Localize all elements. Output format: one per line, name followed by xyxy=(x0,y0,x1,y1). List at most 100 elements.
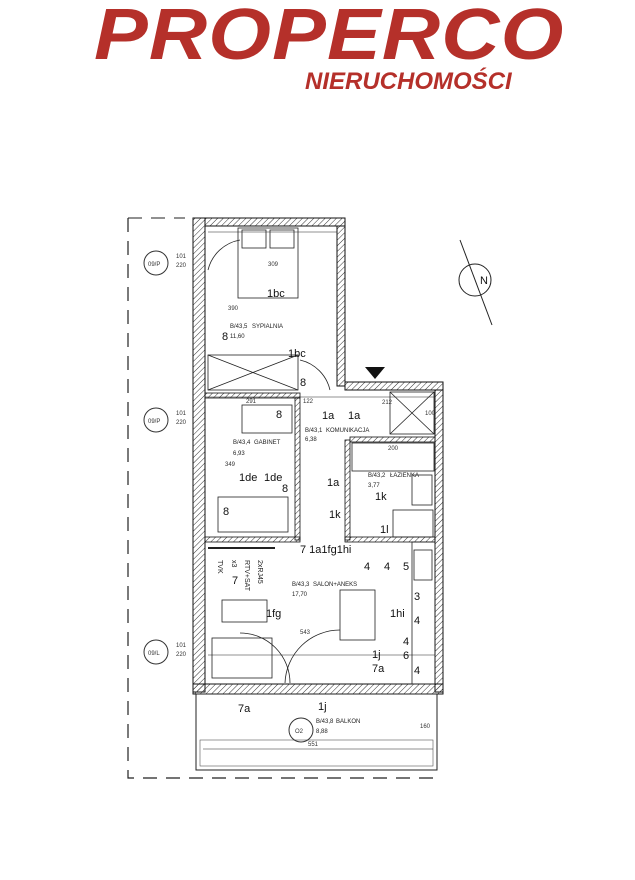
sofa-gabinet xyxy=(217,496,289,533)
plan-label: 8 xyxy=(282,483,288,495)
plan-label: 1j xyxy=(372,649,381,661)
plan-label: 122 xyxy=(303,399,314,405)
bed xyxy=(237,227,299,299)
plan-label: 11,60 xyxy=(230,334,245,340)
plan-label: 3 xyxy=(414,591,420,603)
window-tag: 09/P xyxy=(148,419,160,425)
plan-label: 1fg xyxy=(266,608,281,620)
bathtub xyxy=(351,442,435,472)
plan-label: 390 xyxy=(228,306,239,312)
logo-subtitle: NIERUCHOMOŚCI xyxy=(305,68,512,95)
plan-label: 1bc xyxy=(267,288,285,300)
plan-label: 291 xyxy=(246,399,257,405)
media-labels: TVK x3 RTV+SAT 2xRJ45 xyxy=(216,560,263,592)
plan-label: B/43,5 xyxy=(230,324,248,330)
plan-label: 1de xyxy=(239,472,257,484)
plan-label: B/43,3 xyxy=(292,582,310,588)
plan-label: 4 xyxy=(364,561,370,573)
furniture xyxy=(203,227,436,750)
plan-label: 4 xyxy=(414,665,420,677)
plan-label: 1a xyxy=(348,410,361,422)
plan-label: 17,70 xyxy=(292,592,308,598)
sink xyxy=(413,549,433,581)
window-height: 220 xyxy=(176,420,187,426)
plan-label: 100 xyxy=(425,411,436,417)
plan-label: 7 1a1fg1hi xyxy=(300,544,351,556)
balcony xyxy=(195,693,438,771)
interior-walls xyxy=(204,392,436,543)
plan-label: 212 xyxy=(382,400,393,406)
logo-brand: PROPERCO xyxy=(94,0,565,75)
plan-label: 5 xyxy=(403,561,409,573)
plan-label: 4 xyxy=(384,561,390,573)
plan-label: 7a xyxy=(372,663,385,675)
plan-label: 8 xyxy=(222,331,228,343)
plan-label: ŁAZIENKA xyxy=(390,473,419,479)
plan-label: 1de xyxy=(264,472,282,484)
plan-label: 4 xyxy=(414,615,420,627)
plan-label: GABINET xyxy=(254,440,281,446)
plan-label: 349 xyxy=(225,462,236,468)
entrance-marker-icon xyxy=(365,367,385,379)
plan-label: B/43,2 xyxy=(368,473,386,479)
plan-label: B/43,8 xyxy=(316,719,334,725)
window-sill: 101 xyxy=(176,411,187,417)
north-arrow-icon: N xyxy=(458,239,493,326)
dimensions: 309 390 291 122 212 200 349 543 551 160 … xyxy=(225,262,436,748)
plan-label: 6,38 xyxy=(305,437,317,443)
dining-table xyxy=(339,589,376,641)
plan-label: 1hi xyxy=(390,608,405,620)
plan-label: 8 xyxy=(276,409,282,421)
plan-label: 160 xyxy=(420,724,431,730)
plan-label: 543 xyxy=(300,630,311,636)
balcony-railing xyxy=(199,739,434,767)
window-height: 220 xyxy=(176,652,187,658)
window-tag: O2 xyxy=(295,729,304,735)
window-sill: 101 xyxy=(176,643,187,649)
plan-label: TVK xyxy=(216,560,223,574)
plan-label: 1bc xyxy=(288,348,306,360)
window-height: 220 xyxy=(176,263,187,269)
wardrobe xyxy=(207,354,299,391)
boundary-line xyxy=(127,218,437,779)
plan-label: 6 xyxy=(403,650,409,662)
window-tag: 09/P xyxy=(148,262,160,268)
plan-label: RTV+SAT xyxy=(243,560,250,592)
plan-label: 1l xyxy=(380,524,389,536)
window-tag: 09/L xyxy=(148,651,160,657)
plan-label: BALKON xyxy=(336,719,360,725)
plan-label: SALON+ANEKS xyxy=(313,582,357,588)
plan-label: 4 xyxy=(403,636,409,648)
plan-label: 1k xyxy=(375,491,387,503)
plan-label: 309 xyxy=(268,262,279,268)
plan-label: 3,77 xyxy=(368,483,380,489)
plan-label: 7a xyxy=(238,703,251,715)
plan-label: x3 xyxy=(230,560,237,568)
plan-label: B/43,1 xyxy=(305,428,323,434)
toilet xyxy=(411,474,433,506)
plan-label: 1j xyxy=(318,701,327,713)
compass-label: N xyxy=(480,275,488,287)
plan-label: 200 xyxy=(388,446,399,452)
window-sill: 101 xyxy=(176,254,187,260)
plan-label: 7 xyxy=(232,575,238,587)
plan-label: 8 xyxy=(223,506,229,518)
plan-label: 6,93 xyxy=(233,451,245,457)
room-label-lazienka: B/43,2 ŁAZIENKA 3,77 xyxy=(368,473,419,489)
kitchen-counter xyxy=(411,541,436,685)
plan-label: KOMUNIKACJA xyxy=(326,428,369,434)
closet xyxy=(389,391,435,435)
desk xyxy=(241,404,293,434)
exterior-walls xyxy=(192,217,444,695)
electrical-symbols: 1bc 1bc 8 8 8 1de 1de 8 8 1a 1a 1a 1k 1k… xyxy=(222,288,420,715)
plan-label: 8 xyxy=(300,377,306,389)
plan-label: B/43,4 xyxy=(233,440,251,446)
window-tags xyxy=(143,250,314,743)
plan-label: 8,88 xyxy=(316,729,328,735)
plan-label: 551 xyxy=(308,742,319,748)
logo: PROPERCO NIERUCHOMOŚCI xyxy=(0,0,635,110)
